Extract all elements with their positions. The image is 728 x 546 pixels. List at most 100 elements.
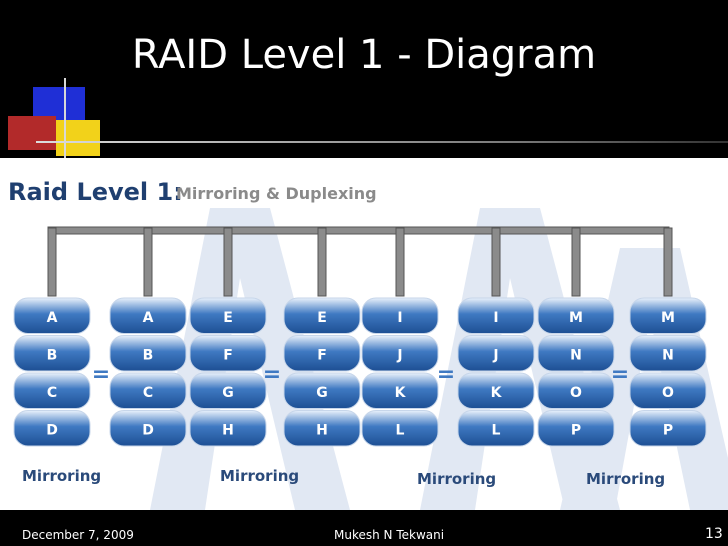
disk-block-label: C xyxy=(143,385,153,401)
disk-block-label: I xyxy=(397,310,402,326)
disk-block xyxy=(629,335,707,372)
disk-block xyxy=(361,372,439,409)
disk-block-label: B xyxy=(47,347,58,363)
diagram-heading: Raid Level 1: xyxy=(8,178,183,206)
disk-block xyxy=(361,335,439,372)
disk-block-label: J xyxy=(396,347,402,363)
bus-connector xyxy=(663,227,673,297)
slide-title: RAID Level 1 - Diagram xyxy=(131,32,597,78)
decor-vertical-line xyxy=(64,78,66,158)
disk-block-label: E xyxy=(317,310,327,326)
disk-block xyxy=(109,297,187,334)
disk-block xyxy=(457,297,535,334)
disk-block-label: M xyxy=(661,310,675,326)
disk-block xyxy=(109,372,187,409)
bus-connector xyxy=(491,227,501,297)
slide-header: RAID Level 1 - Diagram xyxy=(0,0,728,158)
disk-block-label: G xyxy=(222,385,234,401)
bus-connector xyxy=(571,227,581,297)
disk-block xyxy=(189,297,267,334)
disk-block-label: B xyxy=(143,347,154,363)
disk-block-label: K xyxy=(491,385,503,401)
disk-block xyxy=(361,410,439,447)
disk-block xyxy=(537,297,615,334)
disk-block xyxy=(283,410,361,447)
equals-sign: = xyxy=(611,362,629,387)
disk-block-label: C xyxy=(47,385,57,401)
disk-block xyxy=(537,372,615,409)
disk-block-label: E xyxy=(223,310,233,326)
controller-bus xyxy=(47,226,673,297)
disk-block xyxy=(361,297,439,334)
disk-block-label: F xyxy=(317,347,327,363)
disk-block xyxy=(283,372,361,409)
disk-block xyxy=(457,372,535,409)
decor-yellow-square xyxy=(56,120,100,156)
footer-date: December 7, 2009 xyxy=(22,528,134,542)
disk-block xyxy=(283,297,361,334)
equals-sign: = xyxy=(92,362,110,387)
equals-group: = = = = xyxy=(92,362,629,387)
disk-block-label: G xyxy=(316,385,328,401)
bus-connector xyxy=(395,227,405,297)
disk-block-label: I xyxy=(493,310,498,326)
mirroring-label: Mirroring xyxy=(22,467,101,485)
disk-block xyxy=(457,335,535,372)
disk-block xyxy=(189,372,267,409)
disk-block-label: A xyxy=(143,310,154,326)
bus-connector xyxy=(143,227,153,297)
disk-block-label: P xyxy=(663,422,673,438)
slide-number: 13 xyxy=(705,526,723,542)
disk-block xyxy=(537,410,615,447)
disk-stack: E F G H xyxy=(283,297,361,447)
disk-block-label: J xyxy=(492,347,498,363)
bus-connector xyxy=(47,227,57,297)
disk-block xyxy=(109,410,187,447)
disk-block-label: A xyxy=(47,310,58,326)
equals-sign: = xyxy=(437,362,455,387)
disk-block xyxy=(13,372,91,409)
disk-block-label: P xyxy=(571,422,581,438)
disk-block-label: D xyxy=(142,422,154,438)
disk-block xyxy=(629,372,707,409)
disk-block-label: H xyxy=(316,422,328,438)
disk-block xyxy=(109,335,187,372)
bus-connector xyxy=(317,227,327,297)
disk-block-label: O xyxy=(570,385,582,401)
disk-block-label: F xyxy=(223,347,233,363)
slide-footer: December 7, 2009 Mukesh N Tekwani 13 xyxy=(0,510,728,546)
disk-stack: A B C D xyxy=(13,297,91,447)
diagram-subheading: Mirroring & Duplexing xyxy=(176,184,377,203)
disk-stack: E F G H xyxy=(189,297,267,447)
disk-block xyxy=(283,335,361,372)
decor-red-square xyxy=(8,116,56,150)
mirroring-label: Mirroring xyxy=(586,470,665,488)
equals-sign: = xyxy=(263,362,281,387)
disk-block-label: D xyxy=(46,422,58,438)
mirroring-label: Mirroring xyxy=(220,467,299,485)
disk-block-label: H xyxy=(222,422,234,438)
mirroring-label: Mirroring xyxy=(417,470,496,488)
mirror-labels: Mirroring Mirroring Mirroring Mirroring xyxy=(22,467,665,488)
bus-connector xyxy=(223,227,233,297)
disk-block xyxy=(13,297,91,334)
disk-block-label: M xyxy=(569,310,583,326)
disk-block xyxy=(13,335,91,372)
disk-block-label: O xyxy=(662,385,674,401)
footer-author: Mukesh N Tekwani xyxy=(334,528,445,542)
disk-block xyxy=(189,335,267,372)
disk-block xyxy=(629,410,707,447)
disk-stack: A B C D xyxy=(109,297,187,447)
disk-block-label: L xyxy=(492,422,501,438)
decor-horizontal-line xyxy=(36,141,728,143)
disk-block xyxy=(189,410,267,447)
disk-block xyxy=(629,297,707,334)
disk-stack: I J K L xyxy=(457,297,535,447)
disk-block-label: L xyxy=(396,422,405,438)
